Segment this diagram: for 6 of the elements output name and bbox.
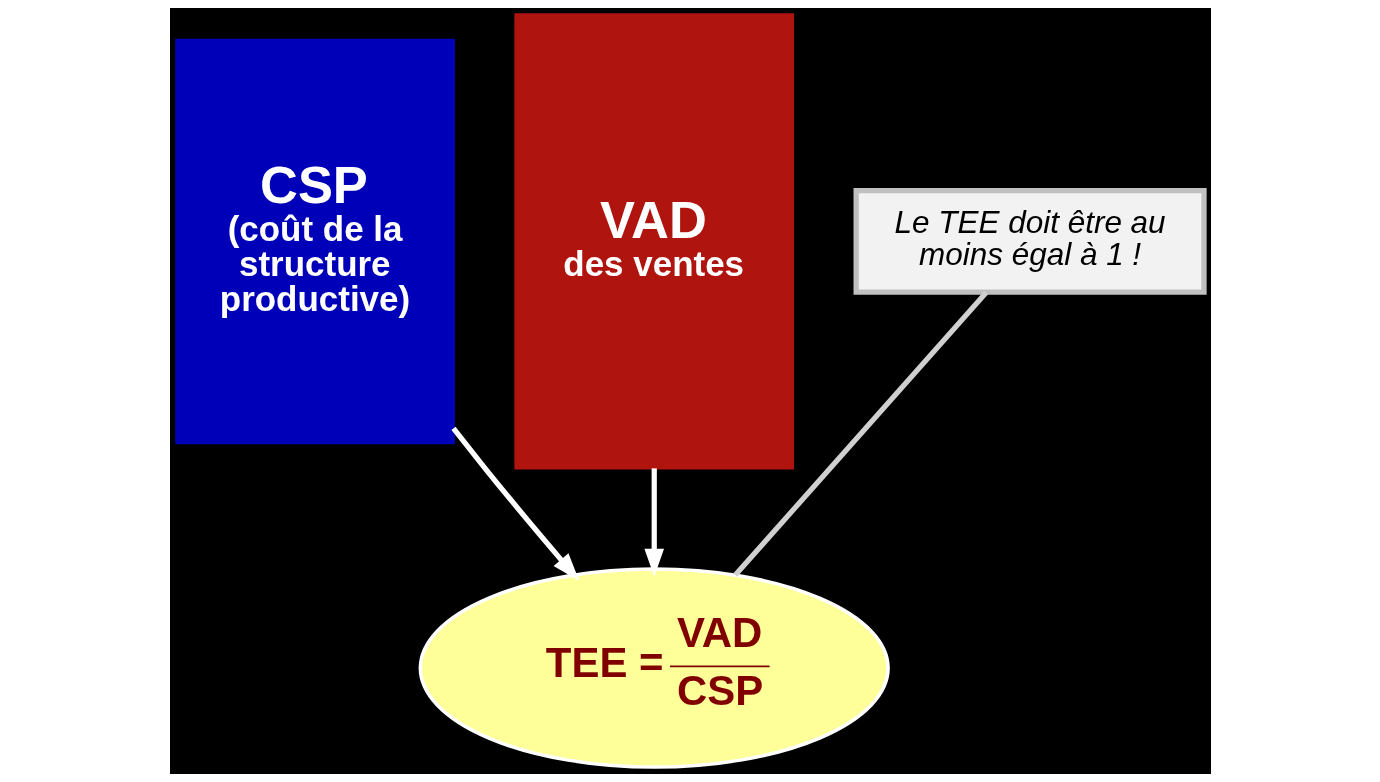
arrow: [450, 426, 579, 581]
node-box: VAD des ventes: [513, 13, 794, 470]
arrow: [643, 468, 664, 577]
connector: [732, 290, 988, 577]
node-box: Le TEE doit être au moins égal à 1 !: [853, 188, 1207, 295]
node-box: CSP (coût de la structure productive): [174, 38, 455, 445]
